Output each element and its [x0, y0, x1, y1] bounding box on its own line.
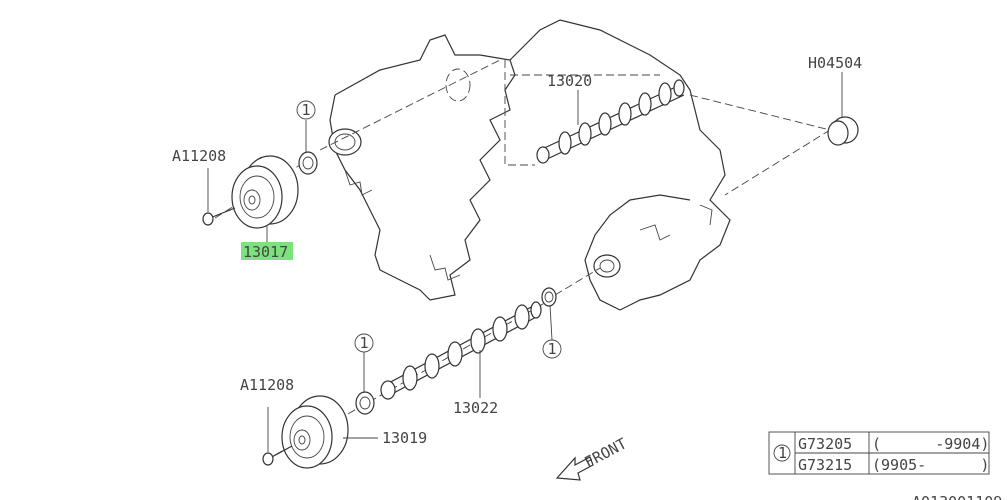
table-range-0: ( -9904) [872, 435, 989, 453]
label-h04504[interactable]: H04504 [808, 54, 862, 72]
seal-bore-icon [593, 254, 621, 278]
table-part-1[interactable]: G73215 [798, 456, 852, 474]
camshaft-13022 [380, 301, 542, 400]
label-13022[interactable]: 13022 [453, 399, 498, 417]
label-13020[interactable]: 13020 [547, 72, 592, 90]
label-a11208-bottom[interactable]: A11208 [240, 376, 294, 394]
highlight-13017 [241, 242, 293, 260]
ref-circle-1: 1 [296, 100, 316, 120]
bolt-a11208-top [202, 207, 236, 226]
plug-h04504 [827, 116, 859, 146]
cam-sprocket-13017 [231, 155, 299, 229]
bolt-a11208-bottom [262, 445, 293, 466]
front-arrow-icon [555, 456, 594, 481]
oil-seal [298, 151, 557, 415]
camshaft-13020 [536, 79, 685, 164]
svg-text:1: 1 [360, 334, 369, 352]
label-a11208-top[interactable]: A11208 [172, 147, 226, 165]
cam-sprocket-13019 [281, 395, 349, 469]
table-ref: 1 [778, 444, 787, 462]
ref-circle-1: 1 [354, 333, 374, 353]
cylinder-head-right [509, 19, 731, 311]
svg-text:1: 1 [548, 340, 557, 358]
seal-bore-icon [328, 128, 362, 156]
label-13017[interactable]: 13017 [243, 243, 288, 261]
front-label: FRONT [581, 434, 629, 471]
diagram-id: A013001109 [912, 493, 1002, 500]
label-13019[interactable]: 13019 [382, 429, 427, 447]
parts-table: 1 G73205 ( -9904) G73215 (9905- ) [768, 431, 990, 475]
table-range-1: (9905- ) [872, 456, 989, 474]
ref-circle-1: 1 [542, 339, 562, 359]
table-part-0[interactable]: G73205 [798, 435, 852, 453]
svg-text:1: 1 [302, 101, 311, 119]
cylinder-head-left [328, 34, 516, 301]
